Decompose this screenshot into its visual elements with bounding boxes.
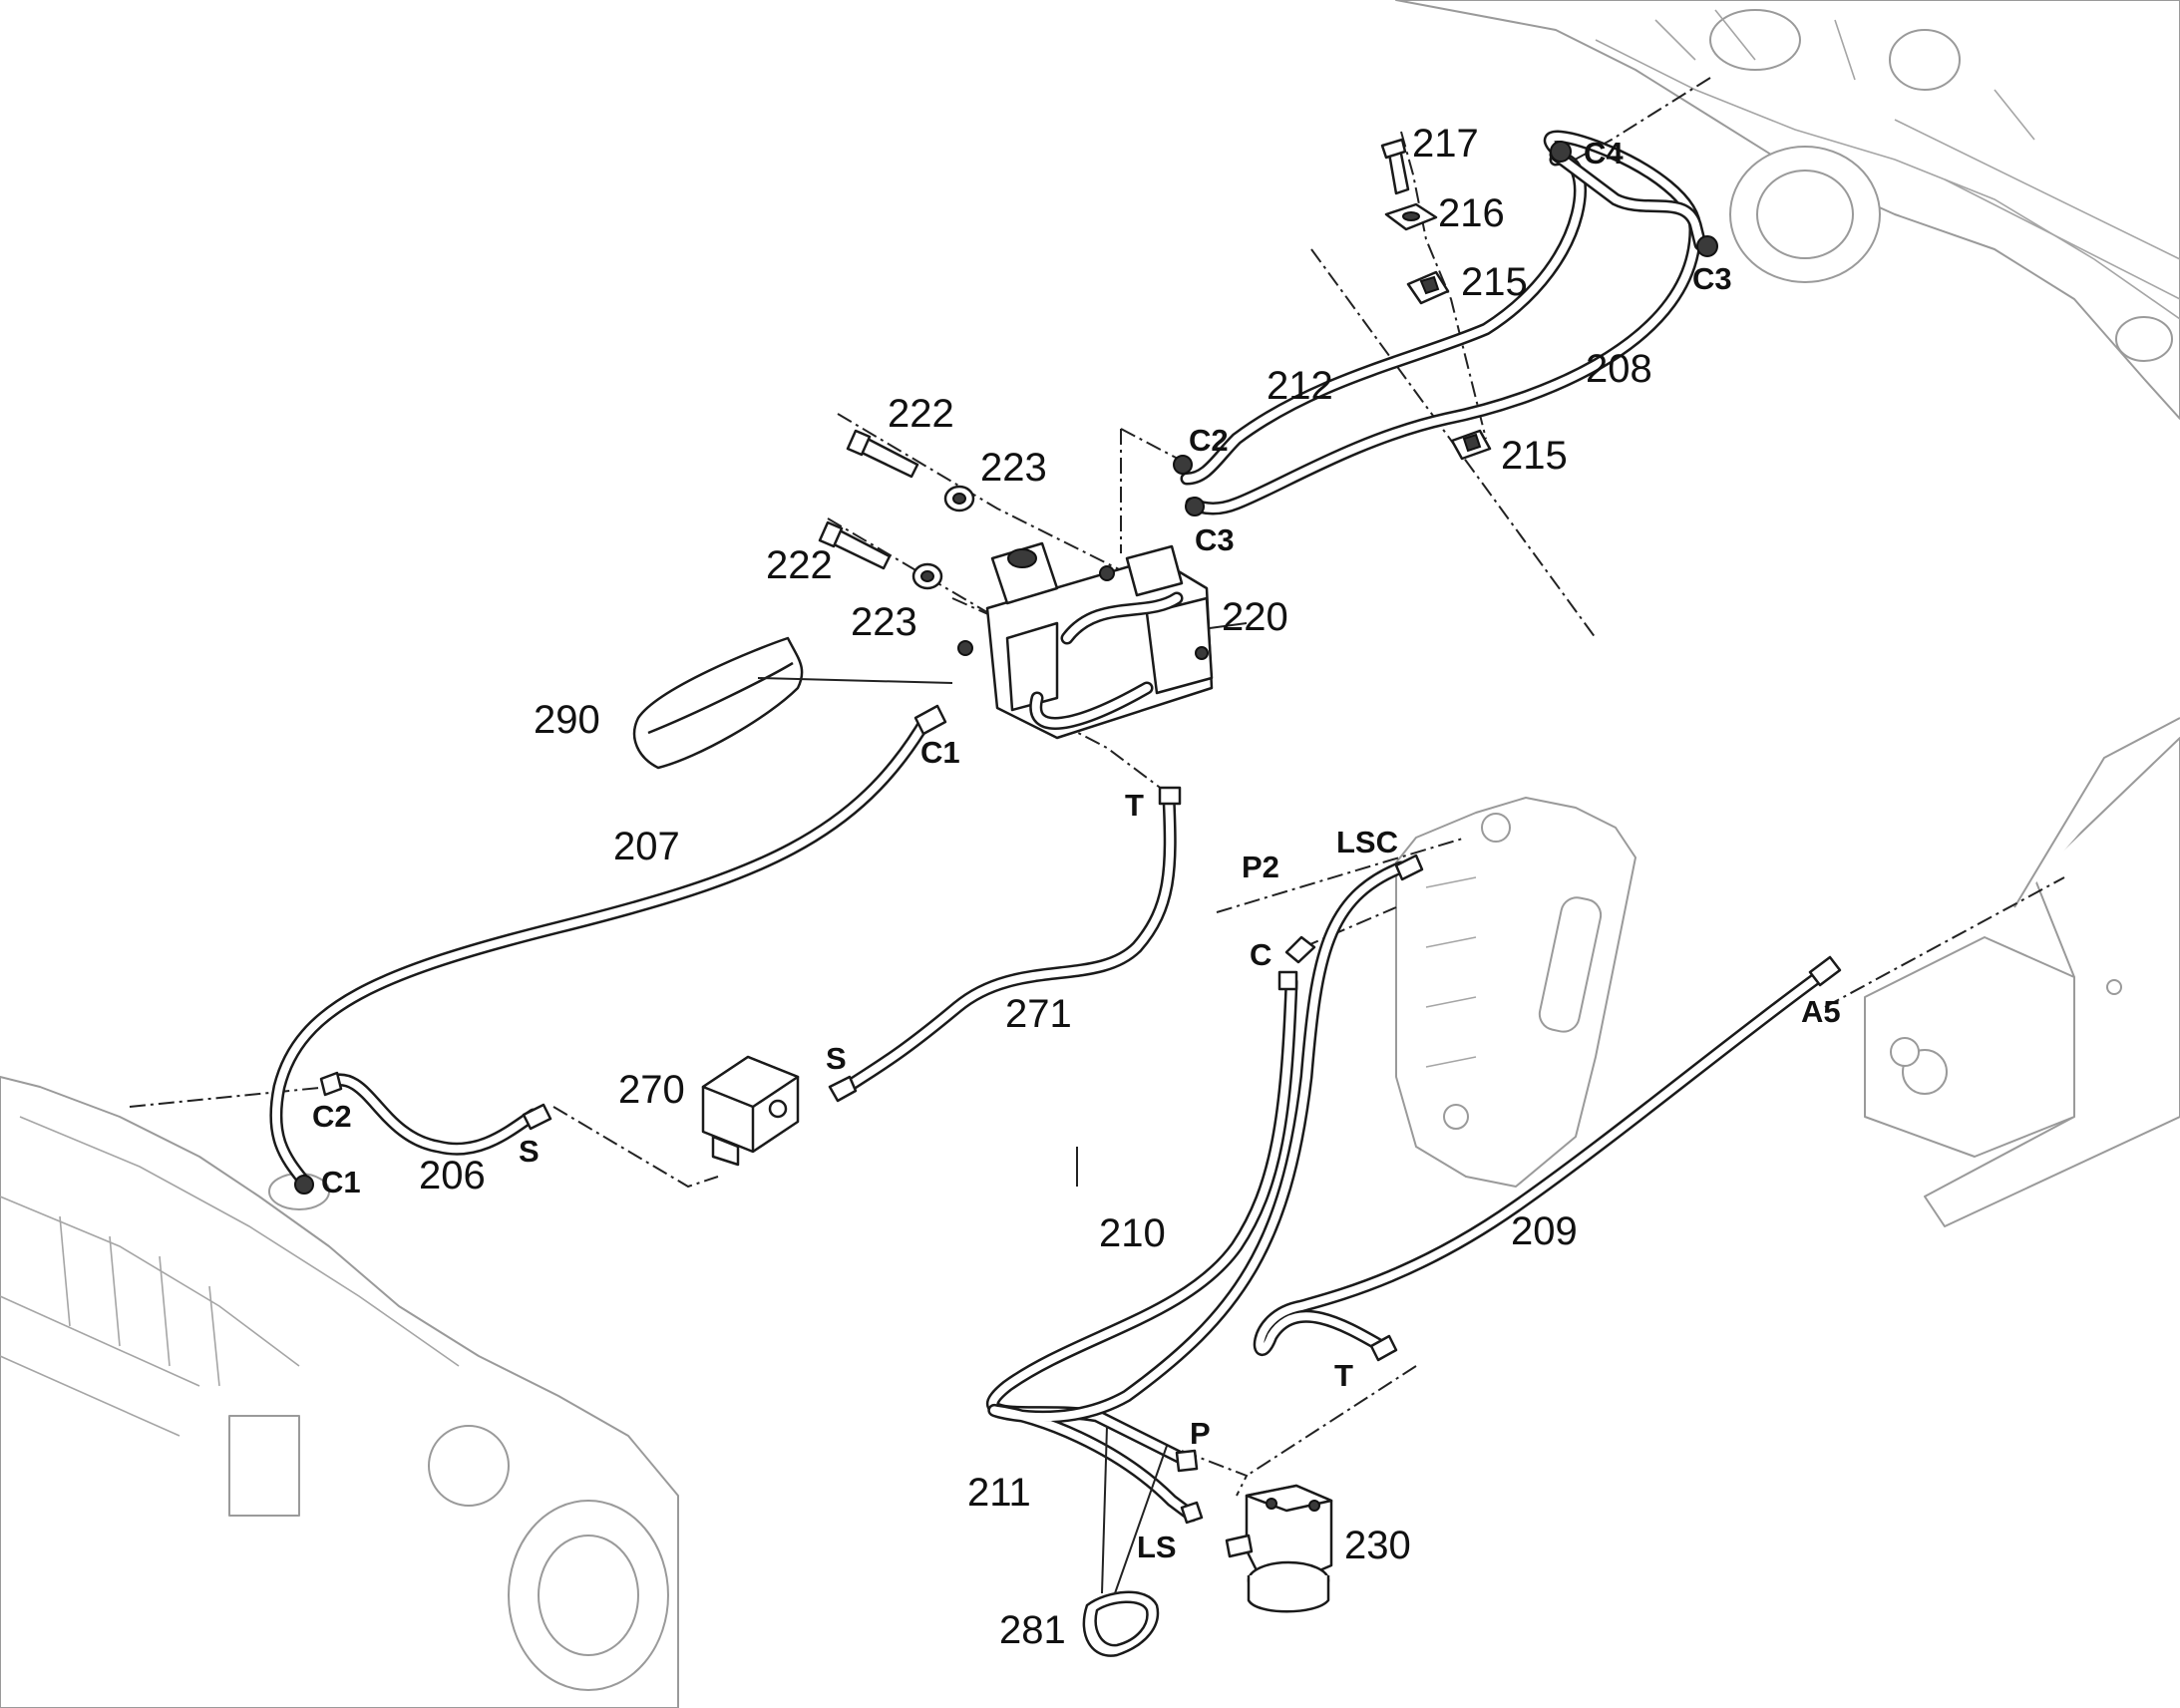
port-c2-axle: C2 — [312, 1099, 352, 1134]
port-s-axle: S — [519, 1134, 540, 1169]
callout-209: 209 — [1511, 1209, 1578, 1253]
fitting-c3-valve — [1185, 497, 1205, 516]
callout-281: 281 — [999, 1608, 1066, 1652]
assembly-centerlines — [129, 77, 2065, 1497]
clamp-215-lower — [1450, 429, 1492, 461]
callout-207: 207 — [613, 825, 680, 868]
hose-209 — [1253, 965, 1832, 1357]
hose-211 — [987, 860, 1408, 1523]
fitting-c3-top — [1696, 235, 1718, 257]
callout-223-lower: 223 — [851, 600, 917, 644]
fitting-p-pump — [1175, 1449, 1199, 1473]
callout-270: 270 — [618, 1068, 685, 1112]
fitting-s-axle — [522, 1103, 552, 1131]
callout-211: 211 — [967, 1471, 1031, 1515]
hose-c4-c3-top — [1549, 148, 1707, 251]
fitting-ls-pump — [1180, 1501, 1204, 1525]
callout-230: 230 — [1344, 1524, 1411, 1567]
port-p-pump: P — [1190, 1416, 1211, 1451]
callout-labels: 217 216 215 212 208 215 222 223 222 220 … — [419, 122, 1652, 1652]
fitting-a5 — [1808, 955, 1842, 987]
cover-290 — [632, 636, 953, 770]
port-c-priority: C — [1250, 937, 1272, 972]
bolt-222-upper — [846, 429, 919, 479]
fitting-c4 — [1550, 141, 1572, 163]
rear-axle-top-right — [1395, 0, 2180, 420]
washer-216 — [1384, 202, 1438, 231]
callout-216: 216 — [1438, 191, 1505, 235]
fitting-lsc — [1394, 854, 1424, 881]
callout-222-lower: 222 — [766, 543, 833, 587]
callout-210: 210 — [1099, 1211, 1166, 1255]
port-ls-pump: LS — [1137, 1530, 1177, 1564]
control-valve-block-background — [1395, 797, 1636, 1188]
clamp-215-upper — [1406, 270, 1450, 305]
fitting-c1-axle — [294, 1175, 314, 1195]
port-c1-valve: C1 — [920, 735, 960, 770]
fitting-c1-valve — [913, 704, 947, 736]
port-p2: P2 — [1242, 850, 1279, 884]
callout-217: 217 — [1412, 122, 1479, 166]
fitting-s-box — [828, 1075, 858, 1103]
callout-215-upper: 215 — [1461, 260, 1528, 304]
bolt-222-lower — [818, 520, 892, 570]
hose-212 — [1180, 152, 1587, 486]
fitting-t-valve — [1158, 786, 1182, 806]
protective-sleeve-281 — [1082, 1425, 1168, 1657]
steering-unit-230 — [1225, 1484, 1333, 1613]
fitting-c-priority — [1277, 935, 1316, 991]
callout-271: 271 — [1005, 992, 1072, 1036]
sensor-box-270 — [701, 1055, 800, 1167]
bolt-217 — [1380, 138, 1410, 195]
port-c3-valve: C3 — [1195, 522, 1235, 557]
callout-223-upper: 223 — [980, 446, 1047, 490]
valve-assembly-220 — [957, 541, 1248, 740]
callout-220: 220 — [1222, 595, 1288, 639]
callout-215-lower: 215 — [1501, 434, 1568, 478]
port-c2-valve: C2 — [1189, 423, 1229, 458]
washer-223-upper — [943, 485, 975, 512]
port-t-valve: T — [1125, 788, 1144, 823]
callout-222-upper: 222 — [888, 392, 954, 436]
port-lsc: LSC — [1336, 825, 1398, 859]
port-c4: C4 — [1584, 136, 1624, 171]
fitting-c2-axle — [319, 1071, 343, 1097]
hose-206 — [322, 1073, 541, 1156]
hose-208 — [1185, 130, 1702, 515]
fitting-t-pump — [1369, 1334, 1398, 1362]
washer-223-lower — [911, 562, 943, 590]
port-c1-axle: C1 — [321, 1165, 361, 1199]
front-axle-bottom-left — [0, 1076, 679, 1708]
callout-290: 290 — [534, 698, 600, 742]
hose-207 — [269, 711, 934, 1189]
frame-bracket-right — [1864, 717, 2180, 1227]
port-s-box: S — [826, 1041, 847, 1076]
callout-208: 208 — [1586, 347, 1652, 391]
port-a5: A5 — [1801, 994, 1841, 1029]
port-t-pump: T — [1334, 1358, 1353, 1393]
callout-212: 212 — [1267, 364, 1333, 408]
port-labels: C4 C3 C2 C3 C1 T P2 LSC C A5 S C2 S C1 T… — [312, 136, 1841, 1564]
fitting-c2-valve — [1173, 455, 1193, 475]
port-c3-top: C3 — [1692, 261, 1732, 296]
hose-271 — [841, 791, 1177, 1094]
callout-206: 206 — [419, 1154, 486, 1197]
